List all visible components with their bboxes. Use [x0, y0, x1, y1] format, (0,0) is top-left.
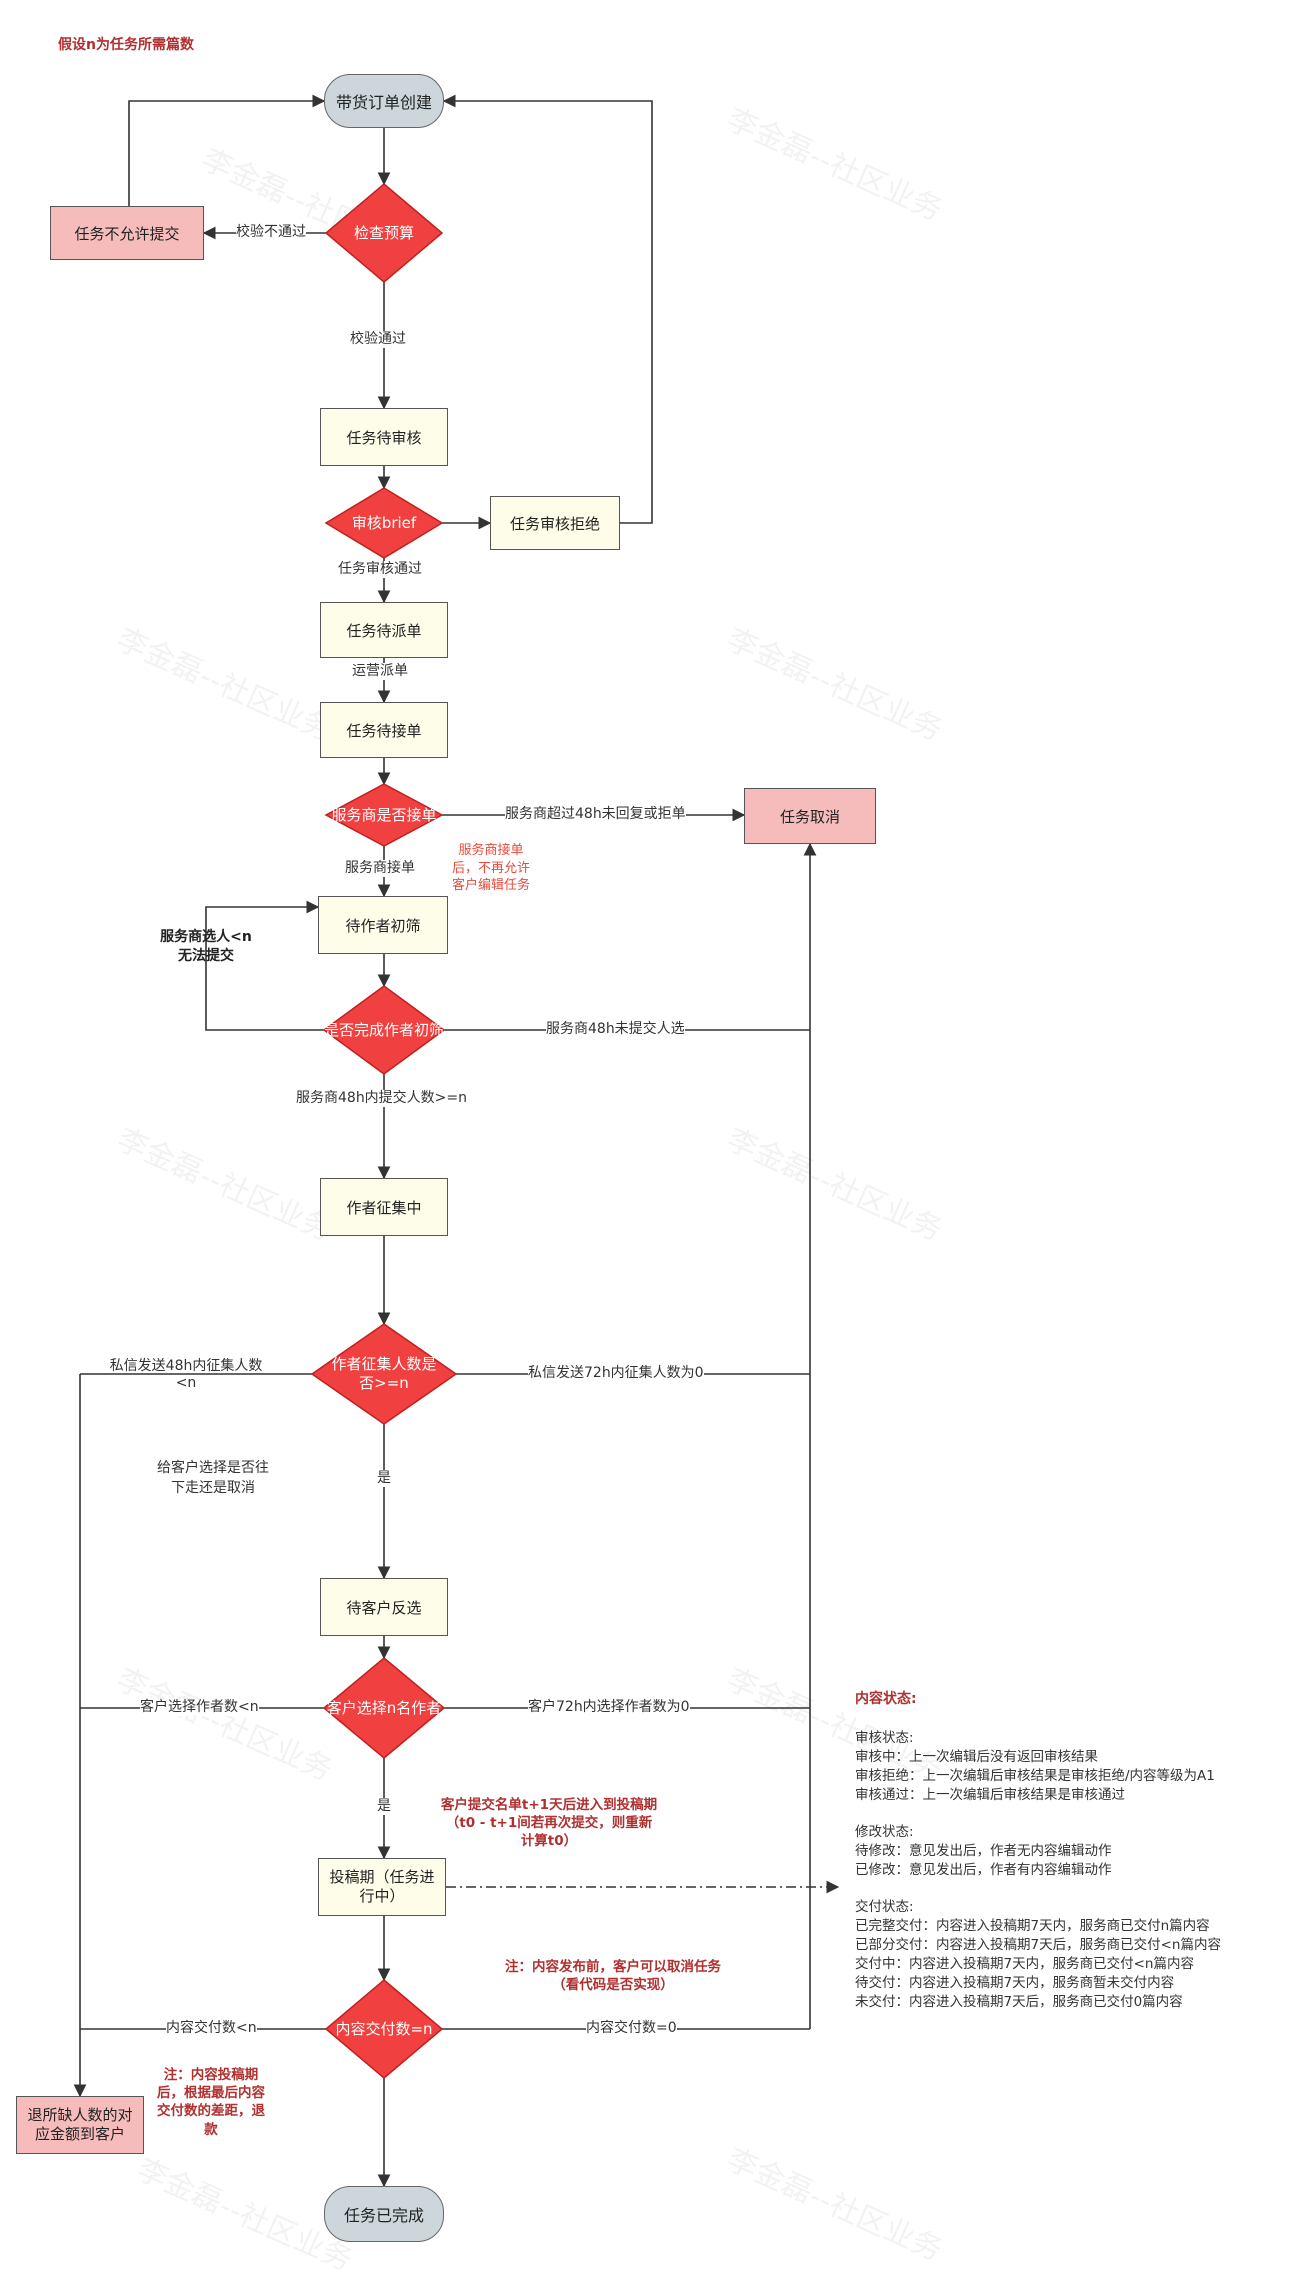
legend-header: 审核状态:: [855, 1730, 914, 1746]
diagram-title: 假设n为任务所需篇数: [58, 37, 194, 53]
edge-label-provider-timeout: 服务商超过48h未回复或拒单: [505, 806, 686, 823]
node-review-rejected: 任务审核拒绝: [490, 496, 620, 550]
decision-provider-accept-label: 服务商是否接单: [331, 805, 437, 824]
decision-client-select: [322, 1657, 446, 1759]
node-pending-accept: 任务待接单: [320, 702, 448, 758]
decision-collect-count: [310, 1323, 458, 1425]
note-cancel-before-publish: 注：内容发布前，客户可以取消任务（看代码是否实现）: [505, 1959, 721, 1994]
node-pending-select: 待客户反选: [320, 1578, 448, 1636]
decision-delivered-count: [324, 1979, 444, 2079]
node-submitting: 投稿期（任务进行中）: [318, 1858, 446, 1916]
edge-label-deliver-zero: 内容交付数=0: [586, 2020, 677, 2037]
legend-line: 待修改：意见发出后，作者无内容编辑动作: [855, 1843, 1112, 1859]
node-pending-review: 任务待审核: [320, 408, 448, 466]
decision-delivered-count-label: 内容交付数=n: [335, 2019, 433, 2038]
legend-line: 未交付：内容进入投稿期7天后，服务商已交付0篇内容: [855, 1994, 1183, 2010]
legend-line: 已部分交付：内容进入投稿期7天后，服务商已交付<n篇内容: [855, 1937, 1221, 1953]
edge-label-collect-less: 私信发送48h内征集人数<n: [109, 1358, 263, 1391]
node-pending-dispatch: 任务待派单: [320, 602, 448, 658]
note-refund: 注：内容投稿期后，根据最后内容交付数的差距，退款: [157, 2067, 265, 2138]
edge-label-select-zero: 客户72h内选择作者数为0: [528, 1699, 690, 1716]
decision-review-brief: [324, 487, 444, 559]
decision-review-brief-label: 审核brief: [351, 513, 417, 532]
edge-label-select-yes: 是: [377, 1798, 391, 1815]
edge-reject-loop: [442, 94, 653, 524]
node-completed: 任务已完成: [324, 2186, 444, 2242]
decision-check-budget: [324, 183, 444, 283]
legend-line: 已修改：意见发出后，作者有内容编辑动作: [855, 1862, 1112, 1878]
legend-title: 内容状态:: [855, 1691, 917, 1707]
edge-label-select-less: 客户选择作者数<n: [140, 1699, 259, 1716]
note-client-choice: 给客户选择是否往下走还是取消: [157, 1460, 269, 1497]
edge-label-provider-accepted: 服务商接单: [345, 860, 415, 877]
node-refund: 退所缺人数的对应金额到客户: [16, 2096, 144, 2154]
decision-check-budget-label: 检查预算: [353, 223, 414, 242]
node-not-allowed: 任务不允许提交: [50, 206, 204, 260]
decision-screen-done-label: 是否完成作者初筛: [323, 1020, 444, 1039]
legend-line: 审核拒绝：上一次编辑后审核结果是审核拒绝/内容等级为A1: [855, 1768, 1215, 1784]
decision-collect-count-label: 作者征集人数是否>=n: [331, 1355, 437, 1392]
note-provider-edit: 服务商接单后，不再允许客户编辑任务: [451, 843, 530, 894]
note-screen-min: 服务商选人<n无法提交: [160, 929, 252, 964]
edge-label-screen-pass: 服务商48h内提交人数>=n: [296, 1090, 468, 1107]
edge-screen-loop: [205, 900, 324, 1031]
node-collecting: 作者征集中: [320, 1178, 448, 1236]
legend-line: 审核通过：上一次编辑后审核结果是审核通过: [855, 1787, 1125, 1803]
legend-header: 交付状态:: [855, 1899, 914, 1915]
edge-label-screen-timeout: 服务商48h未提交人选: [546, 1021, 685, 1038]
edge-label-review-pass: 任务审核通过: [338, 561, 422, 578]
edge-label-ops-dispatch: 运营派单: [352, 663, 408, 680]
note-submit-period: 客户提交名单t+1天后进入到投稿期（t0 - t+1间若再次提交，则重新计算t0…: [440, 1797, 658, 1850]
legend-header: 修改状态:: [855, 1824, 914, 1840]
legend-line: 已完整交付：内容进入投稿期7天内，服务商已交付n篇内容: [855, 1918, 1210, 1934]
edge-label-collect-zero: 私信发送72h内征集人数为0: [528, 1365, 704, 1382]
decision-client-select-label: 客户选择n名作者: [326, 1698, 442, 1717]
node-pending-screen: 待作者初筛: [318, 896, 448, 954]
legend-line: 待交付：内容进入投稿期7天内，服务商暂未交付内容: [855, 1975, 1175, 1991]
edge-fail-loop: [128, 94, 326, 206]
legend-line: 交付中：内容进入投稿期7天内，服务商已交付<n篇内容: [855, 1956, 1194, 1972]
decision-provider-accept: [324, 783, 444, 847]
node-cancelled: 任务取消: [744, 788, 876, 844]
legend-group-modify: 修改状态: 待修改：意见发出后，作者无内容编辑动作 已修改：意见发出后，作者有内…: [855, 1823, 1300, 1880]
edge-label-deliver-less: 内容交付数<n: [166, 2020, 257, 2037]
node-start: 带货订单创建: [324, 74, 444, 128]
edge-label-check-pass: 校验通过: [350, 331, 406, 348]
decision-screen-done: [322, 985, 446, 1075]
content-status-legend: 内容状态: 审核状态: 审核中：上一次编辑后没有返回审核结果 审核拒绝：上一次编…: [855, 1690, 1300, 2030]
edge-label-check-fail: 校验不通过: [236, 224, 306, 241]
legend-line: 审核中：上一次编辑后没有返回审核结果: [855, 1749, 1098, 1765]
legend-group-review: 审核状态: 审核中：上一次编辑后没有返回审核结果 审核拒绝：上一次编辑后审核结果…: [855, 1729, 1300, 1805]
edge-label-collect-yes: 是: [377, 1470, 391, 1487]
legend-group-delivery: 交付状态: 已完整交付：内容进入投稿期7天内，服务商已交付n篇内容 已部分交付：…: [855, 1898, 1300, 2012]
